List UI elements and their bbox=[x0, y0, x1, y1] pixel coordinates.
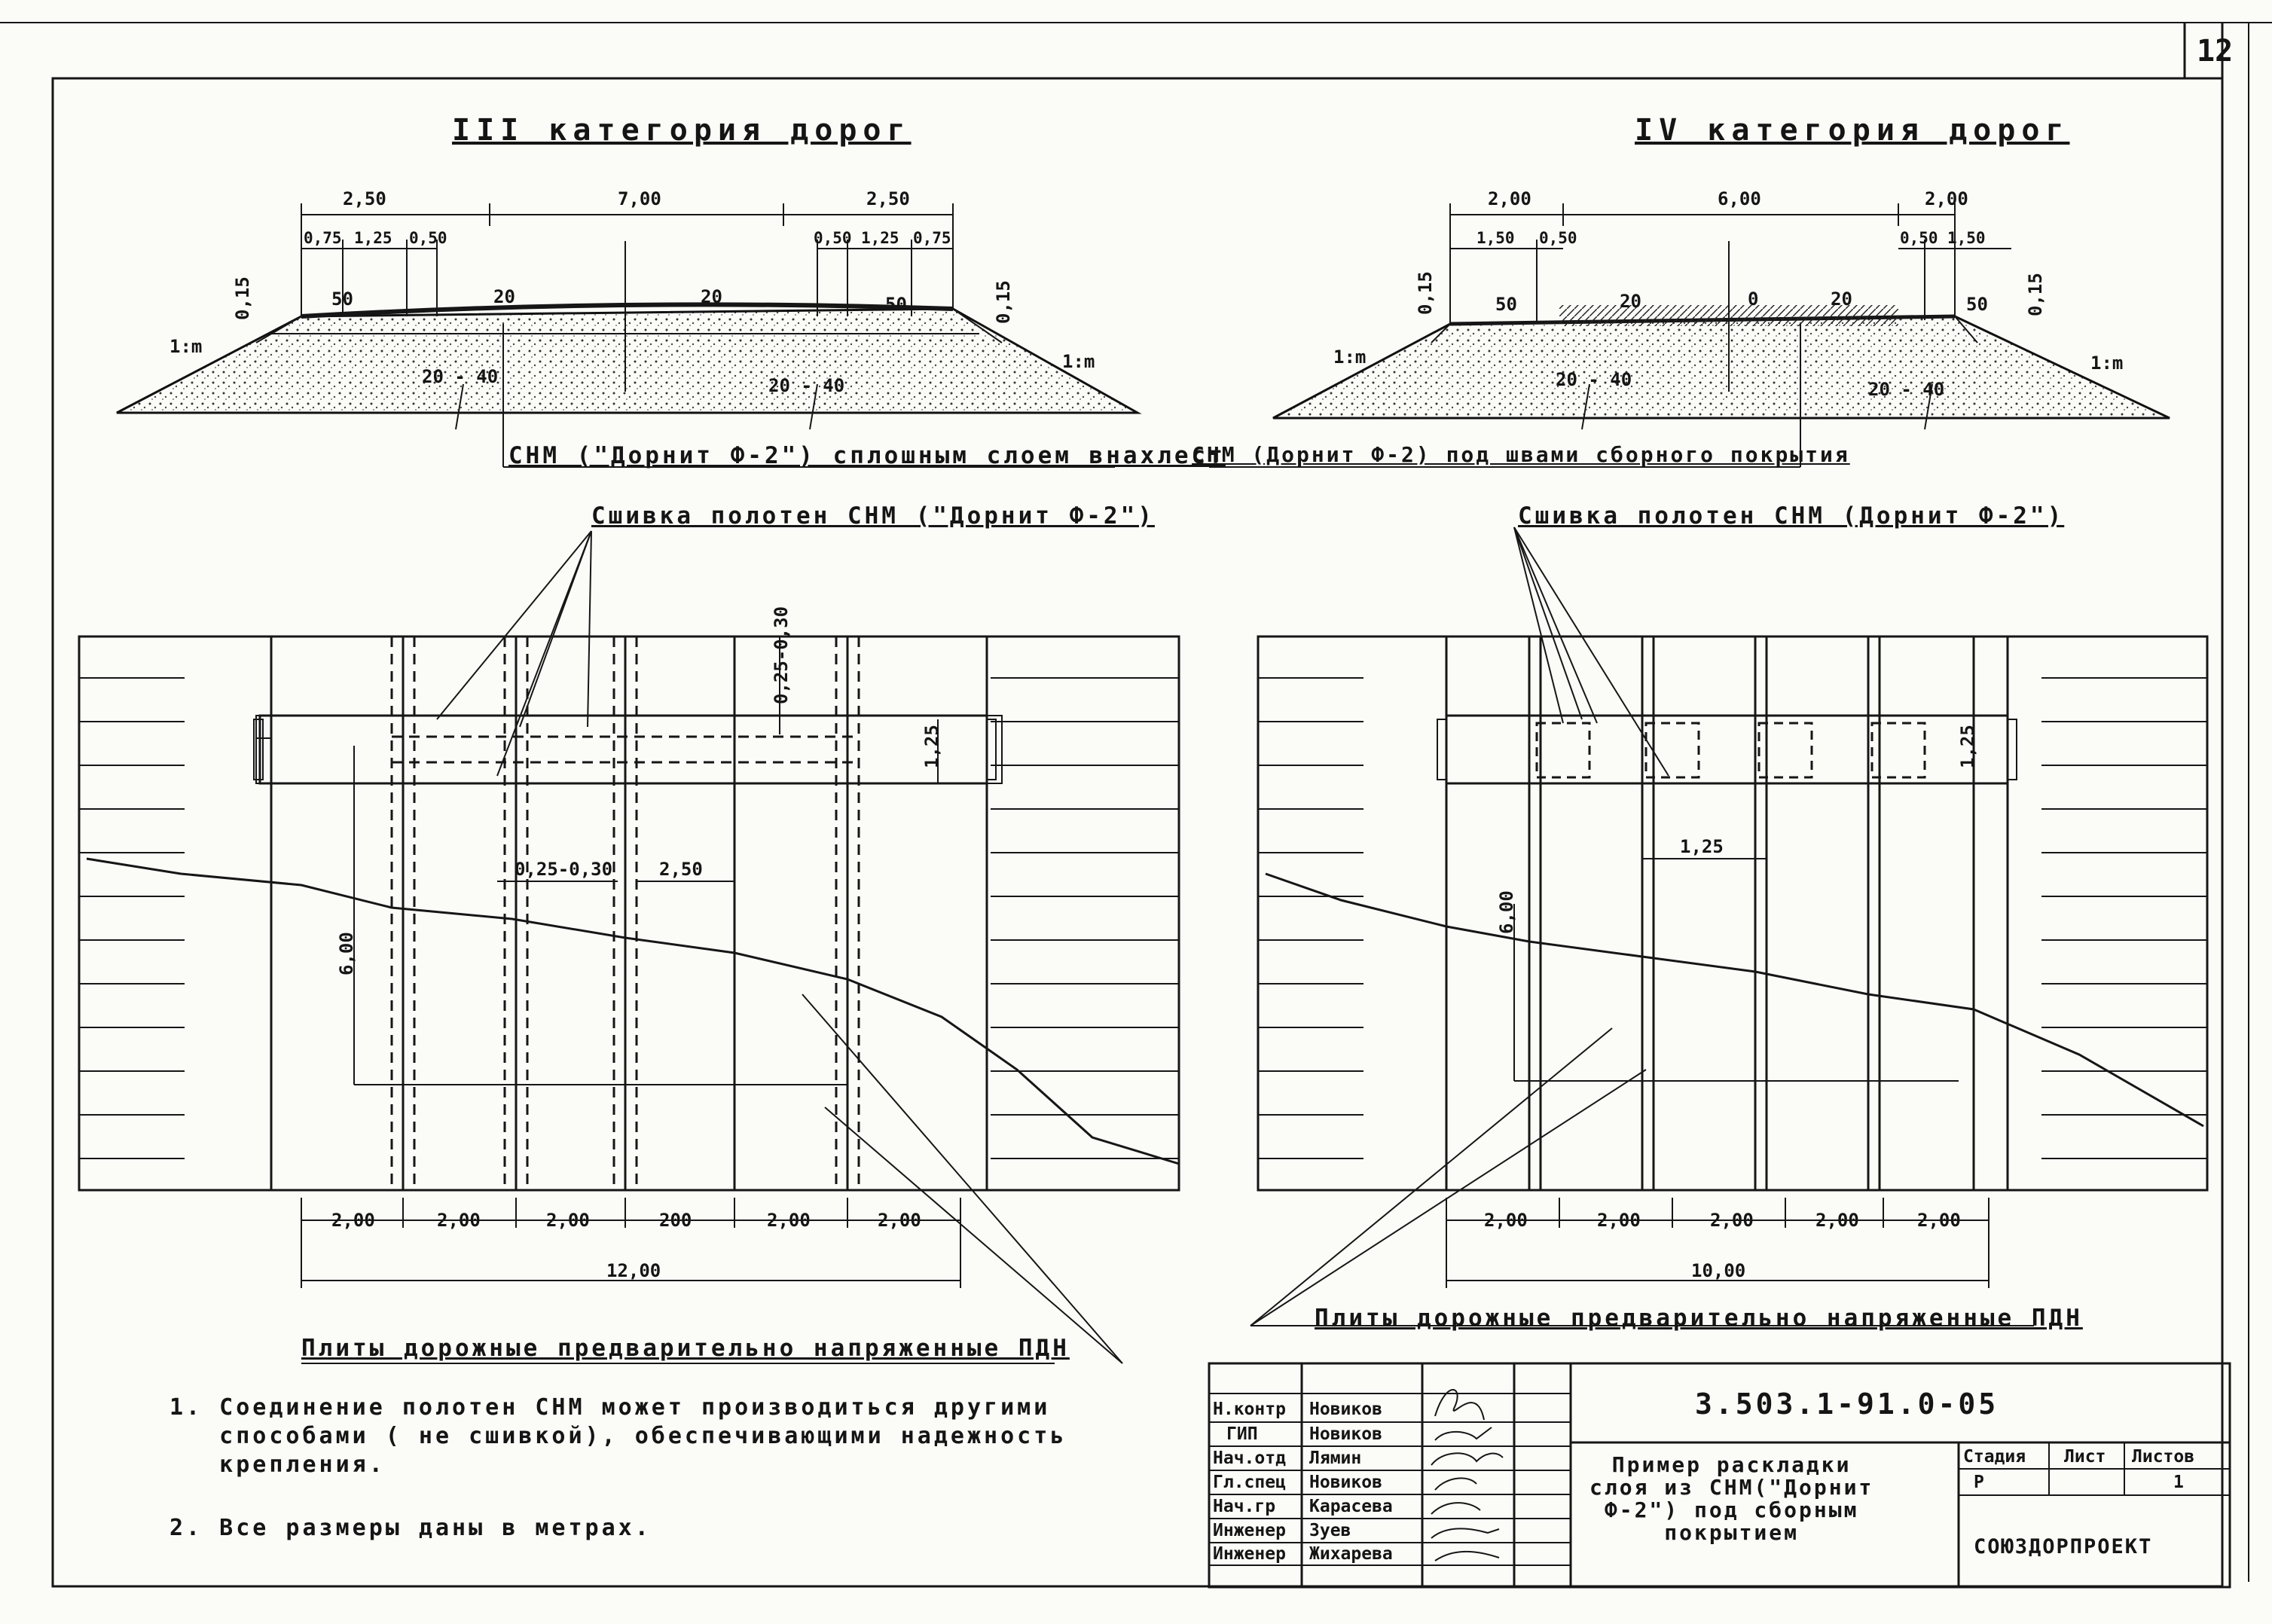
left-grade-4: 50 bbox=[885, 294, 907, 315]
stage-value: Р bbox=[1974, 1473, 1984, 1492]
left-caption-stitch: Сшивка полотен СНМ ("Дорнит Ф-2") bbox=[591, 502, 1155, 530]
sheets-label: Листов bbox=[2132, 1447, 2195, 1467]
left-slope-right: 1:m bbox=[1062, 351, 1095, 372]
right-slope-right: 1:m bbox=[2090, 353, 2124, 374]
tb-role-6: Инженер bbox=[1213, 1521, 1286, 1540]
sheet-label: Лист bbox=[2064, 1447, 2106, 1467]
document-description: Пример раскладки слоя из СНМ("Дорнит Ф-2… bbox=[1589, 1452, 1874, 1545]
right-dim-top-right: 2,00 bbox=[1925, 188, 1968, 209]
left-dim-length-v: 6,00 bbox=[336, 932, 357, 975]
right-bottom-dim-5: 2,00 bbox=[1917, 1210, 1961, 1231]
right-thickness-left: 0,15 bbox=[1415, 271, 1436, 315]
tb-name-2: Новиков bbox=[1309, 1424, 1382, 1444]
tb-name-1: Новиков bbox=[1309, 1400, 1382, 1419]
tb-name-4: Новиков bbox=[1309, 1473, 1382, 1492]
tb-name-3: Лямин bbox=[1309, 1448, 1362, 1468]
right-bottom-dim-1: 2,00 bbox=[1484, 1210, 1528, 1231]
left-dim-sub-5: 1,25 bbox=[861, 229, 899, 247]
tb-role-5: Нач.гр bbox=[1213, 1497, 1276, 1516]
left-grade-1: 50 bbox=[331, 288, 353, 310]
right-dim-sub-3: 0,50 bbox=[1900, 229, 1938, 247]
right-dim-patch: 1,25 bbox=[1680, 836, 1724, 857]
tb-role-3: Нач.отд bbox=[1213, 1448, 1286, 1468]
left-base-left: 20 - 40 bbox=[422, 366, 499, 387]
left-grade-3: 20 bbox=[701, 286, 722, 307]
tb-name-5: Карасева bbox=[1309, 1497, 1393, 1516]
tb-name-6: Зуев bbox=[1309, 1521, 1351, 1540]
left-dim-sub-2: 1,25 bbox=[354, 229, 392, 247]
right-bottom-dim-4: 2,00 bbox=[1815, 1210, 1859, 1231]
organization-name: СОЮЗДОРПРОЕКТ bbox=[1974, 1535, 2153, 1558]
right-dim-sub-1: 1,50 bbox=[1476, 229, 1515, 247]
right-bottom-dim-2: 2,00 bbox=[1597, 1210, 1641, 1231]
sheet-number: 12 bbox=[2197, 34, 2234, 69]
left-bottom-dim-4: 200 bbox=[659, 1210, 692, 1231]
right-dim-top-left: 2,00 bbox=[1488, 188, 1531, 209]
right-plan bbox=[1250, 527, 2209, 1326]
right-dim-width-v: 1,25 bbox=[1957, 725, 1978, 768]
right-title: IV категория дорог bbox=[1635, 113, 2070, 148]
right-total-dim: 10,00 bbox=[1691, 1260, 1746, 1281]
left-dim-overlap-h: 0,25-0,30 bbox=[515, 859, 613, 880]
left-dim-sub-3: 0,50 bbox=[409, 229, 447, 247]
left-title: III категория дорог bbox=[452, 113, 912, 148]
right-grade-1: 50 bbox=[1495, 294, 1517, 315]
left-thickness-left: 0,15 bbox=[232, 276, 253, 320]
right-caption-layer: СНМ (Дорнит Ф-2) под швами сборного покр… bbox=[1192, 442, 1850, 467]
left-bottom-dim-2: 2,00 bbox=[437, 1210, 481, 1231]
left-dim-sub-1: 0,75 bbox=[304, 229, 342, 247]
left-dim-top-left: 2,50 bbox=[343, 188, 386, 209]
left-plan bbox=[78, 530, 1180, 1364]
left-bottom-dim-6: 2,00 bbox=[878, 1210, 921, 1231]
stage-label: Стадия bbox=[1963, 1447, 2026, 1467]
left-thickness-right: 0,15 bbox=[993, 280, 1014, 324]
right-slope-left: 1:m bbox=[1333, 346, 1367, 368]
tb-role-4: Гл.спец bbox=[1213, 1473, 1286, 1492]
sheets-value: 1 bbox=[2173, 1473, 2184, 1492]
tb-name-7: Жихарева bbox=[1309, 1544, 1393, 1564]
right-bottom-dim-3: 2,00 bbox=[1710, 1210, 1754, 1231]
right-cross-section bbox=[1209, 203, 2170, 468]
note-1: 1. Соединение полотен СНМ может производ… bbox=[169, 1394, 1067, 1478]
left-caption-layer: СНМ ("Дорнит Ф-2") сплошным слоем внахле… bbox=[508, 442, 1226, 469]
note-2: 2. Все размеры даны в метрах. bbox=[169, 1515, 652, 1541]
left-dim-sub-4: 0,50 bbox=[814, 229, 852, 247]
left-bottom-dim-3: 2,00 bbox=[546, 1210, 590, 1231]
right-caption-stitch: Сшивка полотен СНМ (Дорнит Ф-2") bbox=[1518, 502, 2065, 530]
left-caption-slabs: Плиты дорожные предварительно напряженны… bbox=[301, 1335, 1070, 1362]
left-bottom-dim-5: 2,00 bbox=[767, 1210, 811, 1231]
tb-role-1: Н.контр bbox=[1213, 1400, 1286, 1419]
left-dim-sub-6: 0,75 bbox=[913, 229, 951, 247]
right-base-right: 20 - 40 bbox=[1868, 379, 1945, 400]
right-grade-5: 50 bbox=[1966, 294, 1988, 315]
left-bottom-dim-1: 2,00 bbox=[331, 1210, 375, 1231]
right-base-left: 20 - 40 bbox=[1556, 369, 1632, 390]
left-dim-top-right: 2,50 bbox=[866, 188, 910, 209]
title-block-frame bbox=[1208, 1362, 2231, 1589]
left-slope-left: 1:m bbox=[169, 336, 203, 357]
signatures bbox=[1431, 1389, 1504, 1561]
right-dim-sub-2: 0,50 bbox=[1539, 229, 1577, 247]
right-thickness-right: 0,15 bbox=[2025, 273, 2046, 316]
left-dim-width-v: 1,25 bbox=[921, 725, 942, 768]
right-grade-3: 0 bbox=[1748, 288, 1759, 310]
right-dim-length-v: 6,00 bbox=[1496, 890, 1517, 934]
left-base-right: 20 - 40 bbox=[768, 375, 845, 396]
right-grade-2: 20 bbox=[1620, 291, 1641, 312]
right-dim-sub-4: 1,50 bbox=[1947, 229, 1986, 247]
left-cross-section bbox=[116, 203, 1142, 468]
left-dim-top-middle: 7,00 bbox=[618, 188, 661, 209]
right-grade-4: 20 bbox=[1831, 288, 1852, 310]
right-caption-slabs: Плиты дорожные предварительно напряженны… bbox=[1315, 1305, 2083, 1332]
left-dim-slab: 2,50 bbox=[659, 859, 703, 880]
right-dim-top-middle: 6,00 bbox=[1718, 188, 1761, 209]
document-code: 3.503.1-91.0-05 bbox=[1695, 1387, 1999, 1421]
left-total-dim: 12,00 bbox=[606, 1260, 661, 1281]
tb-role-2: ГИП bbox=[1226, 1424, 1258, 1444]
tb-role-7: Инженер bbox=[1213, 1544, 1286, 1564]
left-dim-overlap-v: 0,25-0,30 bbox=[771, 606, 792, 704]
left-grade-2: 20 bbox=[493, 286, 515, 307]
